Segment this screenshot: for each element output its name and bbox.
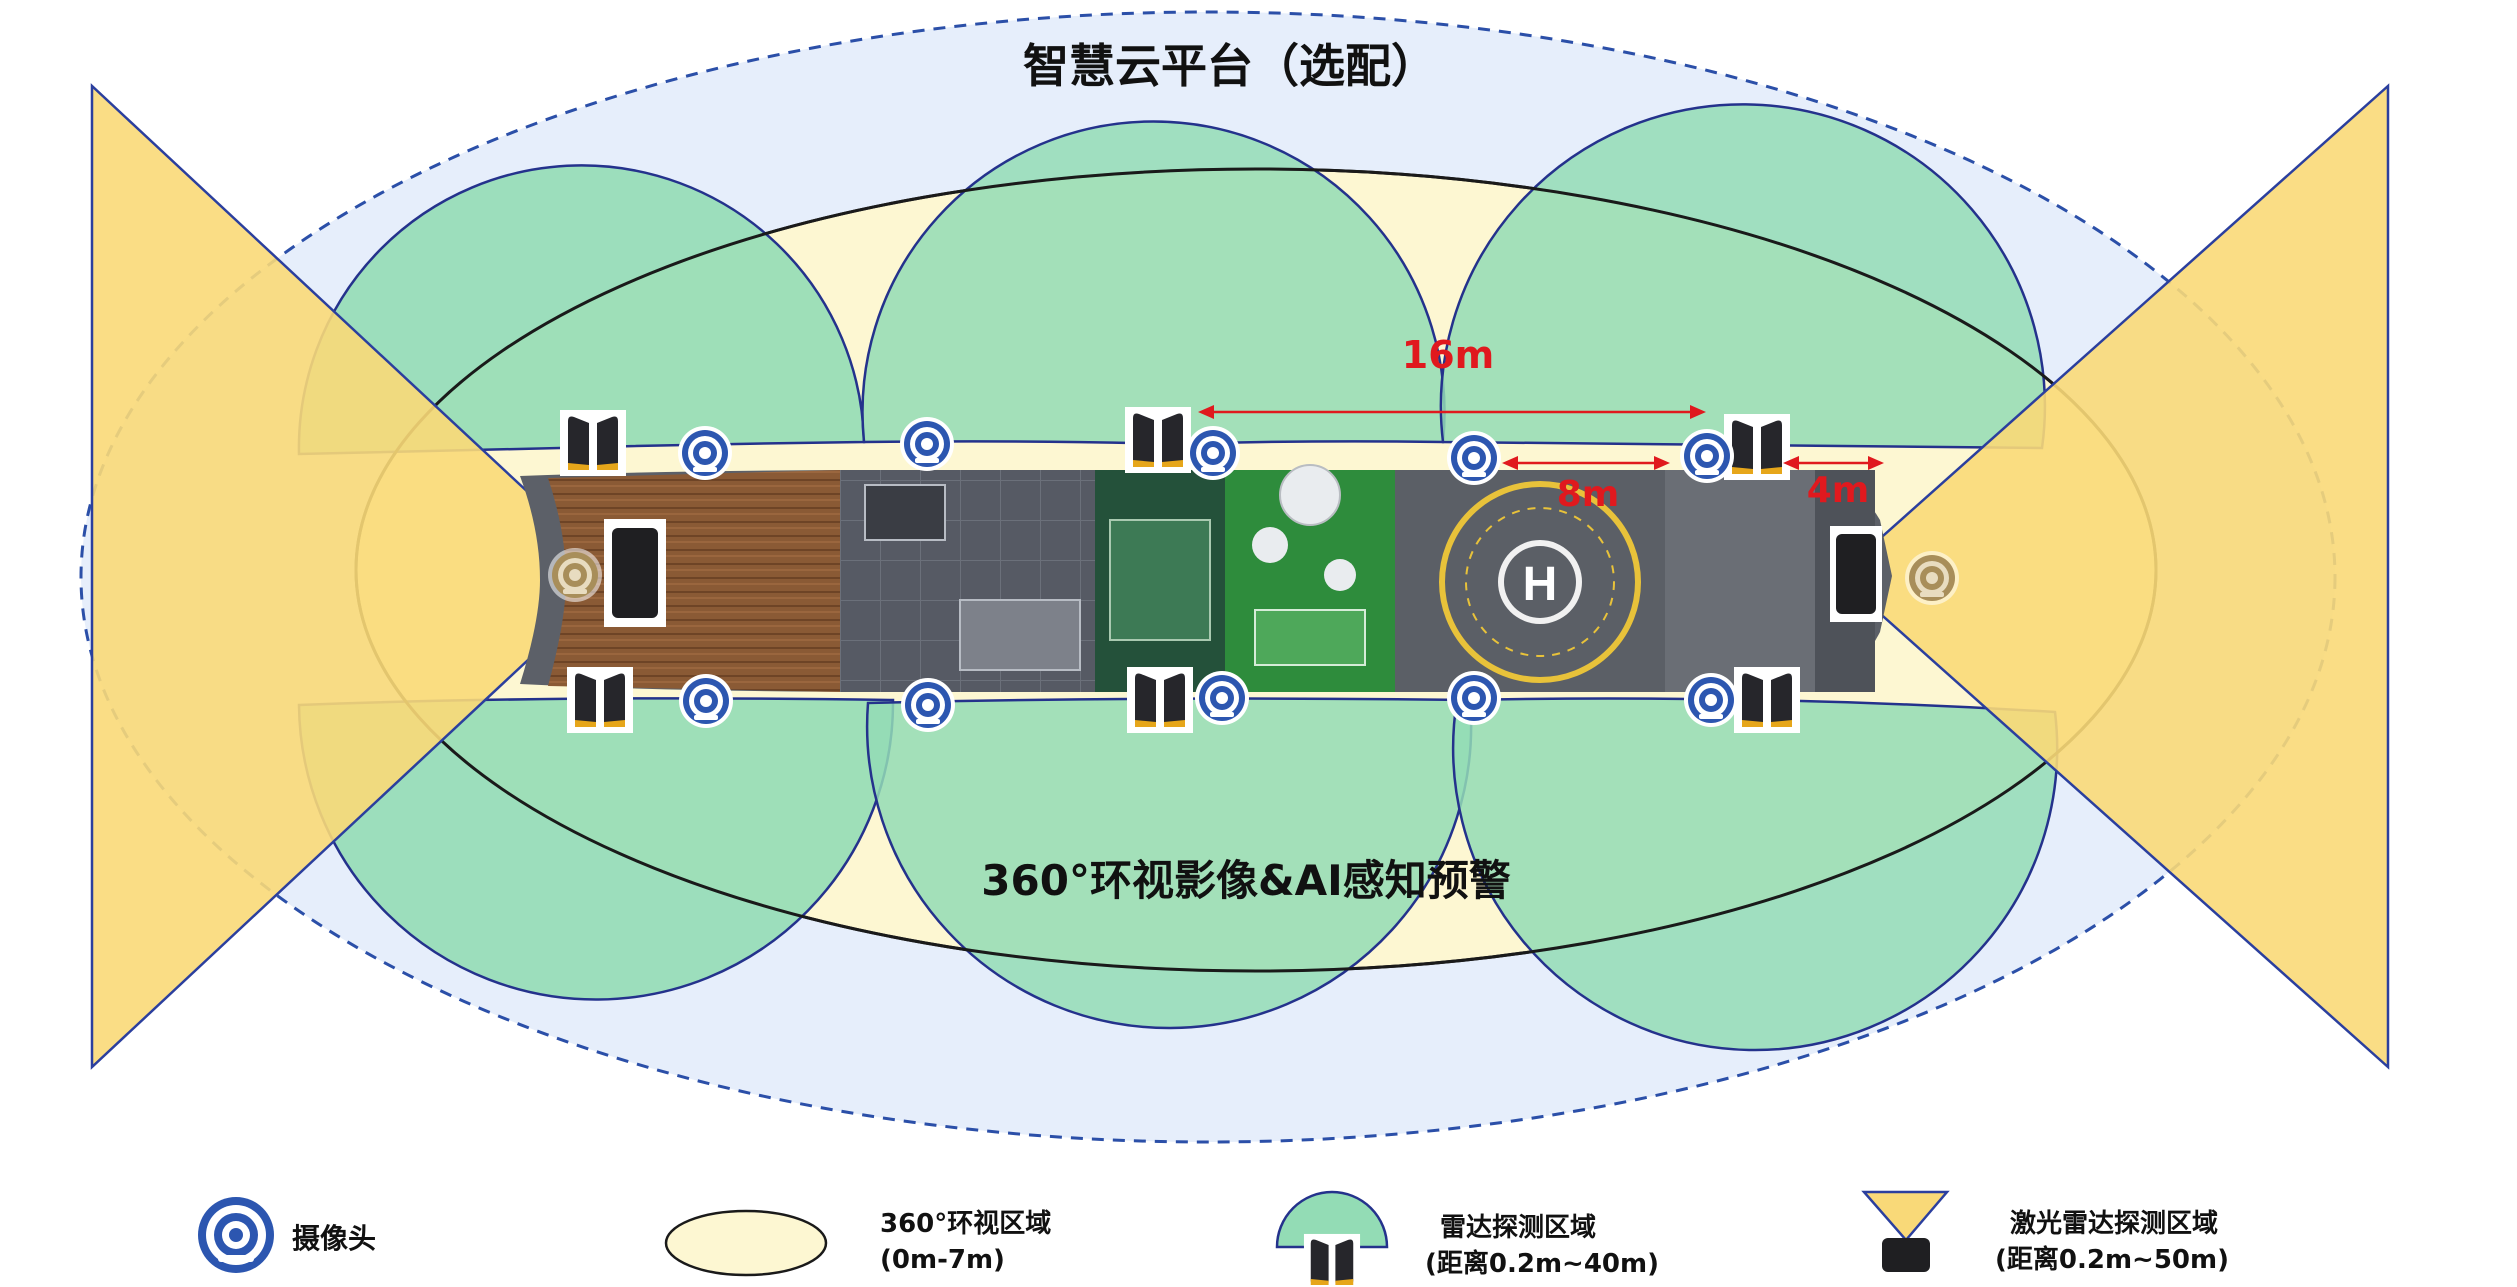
camera-icon [1186, 426, 1240, 480]
helipad-letter: H [1523, 558, 1558, 611]
cloud-platform-title: 智慧云平台（选配） [1023, 39, 1437, 93]
camera-icon [679, 674, 733, 728]
legend-surround-swatch [664, 1209, 828, 1277]
radar-zone-bottom-3 [1451, 697, 2059, 1052]
radar-icon [1303, 1233, 1361, 1287]
camera-icon [1447, 671, 1501, 725]
legend-lidar-label: 激光雷达探测区域 [2010, 1208, 2218, 1239]
distance-label-4m: 4m [1807, 470, 1870, 511]
camera-icon [1195, 671, 1249, 725]
legend-radar-range: (距离0.2m~40m) [1425, 1248, 1659, 1279]
legend-lidar-swatch [1861, 1190, 1950, 1242]
lidar-zone-left [90, 83, 620, 1070]
distance-label-16m: 16m [1402, 333, 1494, 377]
distance-label-8m: 8m [1557, 474, 1620, 515]
camera-icon [901, 678, 955, 732]
camera-icon [1905, 551, 1959, 605]
radar-zone-top-1 [297, 164, 866, 456]
lidar-device-right [1830, 526, 1882, 622]
lidar-icon [1882, 1238, 1930, 1272]
legend-lidar-range: (距离0.2m~50m) [1995, 1244, 2229, 1275]
measurement-arrows [1198, 405, 1884, 470]
radar-icon [1127, 667, 1193, 733]
radar-zone-top-3 [1439, 103, 2047, 450]
camera-icon [1684, 673, 1738, 727]
radar-icon [1125, 407, 1191, 473]
camera-icon [678, 426, 732, 480]
ship-deck: H [520, 464, 1892, 692]
legend-camera-label: 摄像头 [292, 1222, 376, 1255]
legend-surround-range: (0m-7m) [880, 1245, 1005, 1275]
center-label: 360°环视影像&AI感知预警 [981, 856, 1510, 905]
radar-icon [560, 410, 626, 476]
radar-icon [1734, 667, 1800, 733]
camera-icon [1680, 429, 1734, 483]
legend-surround-label: 360°环视区域 [880, 1209, 1051, 1239]
legend-radar-label: 雷达探测区域 [1440, 1213, 1596, 1243]
radar-icon [567, 667, 633, 733]
legend-radar-swatch [1275, 1190, 1389, 1249]
lidar-zone-right [1836, 83, 2390, 1070]
lidar-device-left [604, 519, 666, 627]
camera-icon [548, 548, 602, 602]
legend: 摄像头 360°环视区域 (0m-7m) 雷达探测区域 (距离0.2m~40m)… [198, 1190, 2229, 1287]
camera-icon [900, 417, 954, 471]
radar-icon [1724, 414, 1790, 480]
camera-icon [1447, 431, 1501, 485]
